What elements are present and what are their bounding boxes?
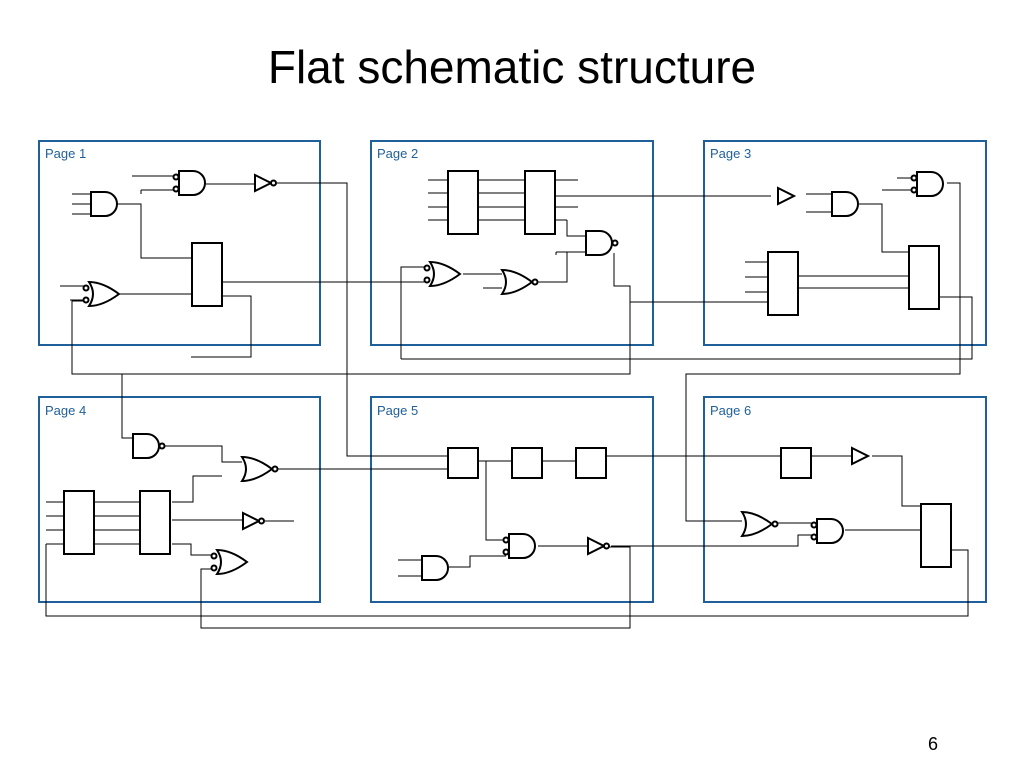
page-1-border <box>38 140 321 346</box>
or-gate-icon <box>210 549 248 575</box>
logic-gates <box>82 170 944 581</box>
page-2-label: Page 2 <box>377 146 418 161</box>
block-p5-latch-a <box>447 447 479 479</box>
block-p2-register-b <box>524 170 556 235</box>
page-3-label: Page 3 <box>710 146 751 161</box>
inverter-icon <box>254 174 277 192</box>
nand-gate-icon <box>172 170 206 196</box>
page-5-border <box>370 396 654 603</box>
page-frame-1: Page 1 <box>38 140 321 346</box>
block-p6-latch <box>780 447 812 479</box>
buffer-icon <box>851 447 869 465</box>
nor-gate-icon <box>241 456 279 482</box>
block-p5-latch-c <box>575 447 607 479</box>
block-p1-mux <box>191 242 223 307</box>
slide-number: 6 <box>927 734 938 754</box>
inverter-icon <box>587 537 610 555</box>
logic-blocks <box>63 170 952 568</box>
slide-title: Flat schematic structure <box>267 41 757 93</box>
nor-gate-icon <box>741 511 779 537</box>
and-gate-icon <box>831 191 859 217</box>
nand-gate-icon <box>585 230 619 256</box>
inverter-icon <box>242 512 265 530</box>
block-p3-register-a <box>767 251 799 316</box>
and-gate-icon <box>90 191 118 217</box>
nor-gate-icon <box>501 269 539 295</box>
block-p2-register-a <box>447 170 479 235</box>
page-4-label: Page 4 <box>45 403 86 418</box>
and-gate-icon <box>810 518 844 544</box>
page-6-border <box>703 396 987 603</box>
block-p3-register-b <box>908 245 940 310</box>
page-1-label: Page 1 <box>45 146 86 161</box>
page-5-label: Page 5 <box>377 403 418 418</box>
page-frame-5: Page 5 <box>370 396 654 603</box>
block-p6-register <box>920 503 952 568</box>
nand-gate-icon <box>132 433 166 459</box>
block-p4-register-b <box>139 490 171 555</box>
page-4-border <box>38 396 321 603</box>
nand-gate-icon <box>910 171 944 197</box>
or-gate-icon <box>82 281 120 307</box>
page-frame-4: Page 4 <box>38 396 321 603</box>
and-gate-icon <box>421 555 449 581</box>
page-6-label: Page 6 <box>710 403 751 418</box>
block-p5-latch-b <box>511 447 543 479</box>
page-3-border <box>703 140 987 346</box>
wires <box>45 175 973 629</box>
block-p4-register-a <box>63 490 95 555</box>
page-2-border <box>370 140 654 346</box>
or-gate-icon <box>423 261 461 287</box>
nand-gate-icon <box>502 533 536 559</box>
page-frame-3: Page 3 <box>703 140 987 346</box>
page-frame-2: Page 2 <box>370 140 654 346</box>
buffer-icon <box>777 187 795 205</box>
page-frame-6: Page 6 <box>703 396 987 603</box>
